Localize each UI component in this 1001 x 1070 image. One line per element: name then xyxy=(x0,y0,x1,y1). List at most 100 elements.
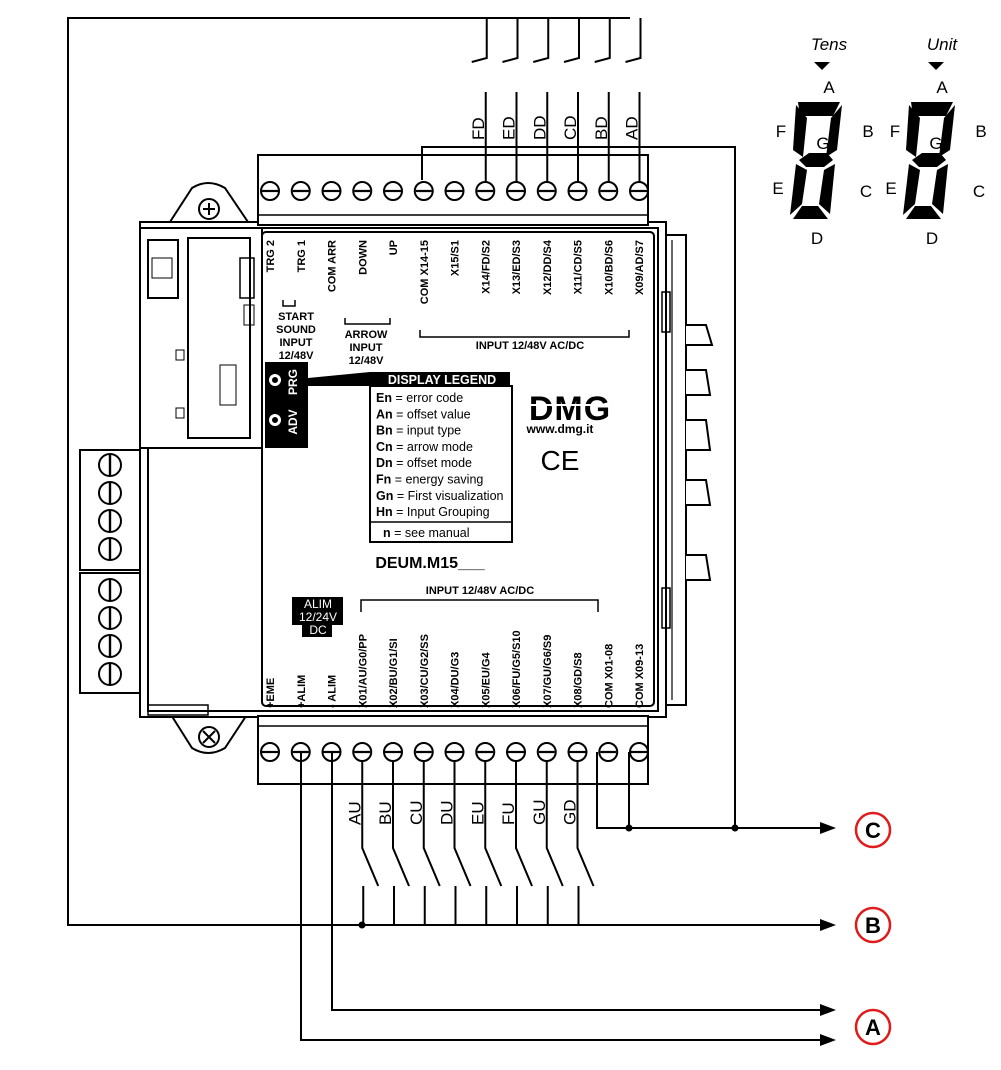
bottom-screw xyxy=(444,741,465,763)
top-switch-wire xyxy=(563,18,580,182)
button-panel: PRG ADV DISPLAY LEGEND xyxy=(265,362,513,543)
bottom-switch-wire xyxy=(515,761,533,925)
bottom-screw xyxy=(598,741,619,763)
legend-footer-text: = see manual xyxy=(391,526,470,540)
bottom-terminal-label: - ALIM xyxy=(327,675,339,708)
model-name: DEUM.M15___ xyxy=(375,555,485,572)
top-screw xyxy=(352,180,373,202)
top-terminal-label: COM ARR xyxy=(327,240,339,292)
wires xyxy=(67,17,820,1041)
top-screw xyxy=(444,180,465,202)
bottom-screw xyxy=(536,741,557,763)
legend-item-key: Gn xyxy=(376,489,393,503)
bottom-switch-wire xyxy=(422,761,441,925)
start-sound-line-1: START xyxy=(278,311,314,323)
legend-item-key: Cn xyxy=(376,440,393,454)
legend-item-text: = energy saving xyxy=(391,473,483,487)
legend-item-text: = error code xyxy=(392,391,463,405)
input-top-caption: INPUT 12/48V AC/DC xyxy=(476,340,584,352)
group-brackets xyxy=(282,300,630,612)
segment-label-e: E xyxy=(772,179,783,198)
start-sound-line-3: INPUT xyxy=(280,337,313,349)
connector-c[interactable]: C xyxy=(854,811,892,849)
bottom-terminal-label: X01/AU/G0/PP xyxy=(357,634,369,708)
bottom-screw xyxy=(382,741,404,763)
legend-item-text: = First visualization xyxy=(393,489,503,503)
bottom-screw xyxy=(567,741,588,763)
unit-digit xyxy=(903,102,955,219)
legend-item: En = error code xyxy=(376,391,463,405)
input-bottom-caption: INPUT 12/48V AC/DC xyxy=(426,585,534,597)
bottom-output-label: CU xyxy=(407,800,426,825)
bottom-screw xyxy=(259,741,281,763)
bottom-output-label: GD xyxy=(561,800,580,826)
top-terminal-label: UP xyxy=(388,240,400,255)
bottom-output-label: DU xyxy=(438,800,457,825)
segment-label-a: A xyxy=(823,78,835,97)
connector-a-label: A xyxy=(865,1015,881,1040)
bottom-terminal-label: X06/FU/G5/S10 xyxy=(511,630,523,708)
side-screw xyxy=(97,452,123,478)
segment-label-a: A xyxy=(936,78,948,97)
legend-item: Hn = Input Grouping xyxy=(376,505,490,519)
legend-footer: n = see manual xyxy=(383,526,470,540)
legend-item-key: Dn xyxy=(376,456,393,470)
top-screw xyxy=(598,180,619,202)
bottom-screw xyxy=(475,741,496,763)
arrowheads xyxy=(820,822,836,1046)
start-sound-line-4: 12/48V xyxy=(279,350,315,362)
unit-caption: Unit xyxy=(927,35,959,54)
dmg-logo: DMG xyxy=(524,390,616,428)
top-terminal-label: TRG 2 xyxy=(265,240,277,272)
legend-title: DISPLAY LEGEND xyxy=(388,373,496,387)
segment-label-e: E xyxy=(885,179,896,198)
connector-a[interactable]: A xyxy=(854,1008,892,1046)
legend-item-key: Fn xyxy=(376,473,391,487)
bottom-output-label: BU xyxy=(376,801,395,825)
top-terminal-label: TRG 1 xyxy=(296,240,308,272)
bottom-screw xyxy=(413,741,434,763)
top-terminal-label: X12/DD/S4 xyxy=(542,239,554,295)
side-screw xyxy=(97,661,123,687)
bottom-output-label: AU xyxy=(345,801,364,825)
top-terminal-label: X15/S1 xyxy=(450,240,462,276)
tens-caption: Tens xyxy=(811,35,848,54)
bottom-switch-wire xyxy=(576,761,595,925)
legend-item: Cn = arrow mode xyxy=(376,440,473,454)
legend-item-text: = arrow mode xyxy=(393,440,473,454)
bottom-screw xyxy=(628,741,650,763)
legend-item: Gn = First visualization xyxy=(376,489,504,503)
top-terminal-label: COM X14-15 xyxy=(419,240,431,304)
top-terminal-label: X09/AD/S7 xyxy=(634,240,646,295)
ce-mark: CE xyxy=(541,445,580,476)
legend-item: An = offset value xyxy=(376,407,471,421)
connector-b[interactable]: B xyxy=(854,906,892,944)
top-screw xyxy=(321,180,342,202)
top-output-label: DD xyxy=(530,115,549,140)
segment-label-f: F xyxy=(890,122,900,141)
side-screw xyxy=(97,633,123,659)
bottom-terminal-label: X02/BU/G1/SI xyxy=(388,638,400,708)
top-output-label: ED xyxy=(500,116,519,140)
top-screw xyxy=(505,180,527,202)
bottom-switch-wire xyxy=(545,761,564,925)
top-terminal-label: X11/CD/S5 xyxy=(573,240,585,294)
bottom-terminal-label: X07/GU/G6/S9 xyxy=(542,635,554,708)
top-switch-wire xyxy=(471,18,488,182)
top-terminal-label: X10/BD/S6 xyxy=(603,240,615,295)
legend-item-key: Hn xyxy=(376,505,393,519)
legend-footer-key: n xyxy=(383,526,391,540)
top-switch-wire xyxy=(532,18,550,182)
top-output-label: BD xyxy=(592,116,611,140)
top-screw xyxy=(290,180,311,202)
legend-box xyxy=(369,385,513,543)
top-screw xyxy=(475,180,496,202)
bottom-screw xyxy=(352,741,373,763)
legend-item-text: = input type xyxy=(393,424,461,438)
top-screw xyxy=(536,180,557,202)
prg-button-dot xyxy=(272,377,278,383)
